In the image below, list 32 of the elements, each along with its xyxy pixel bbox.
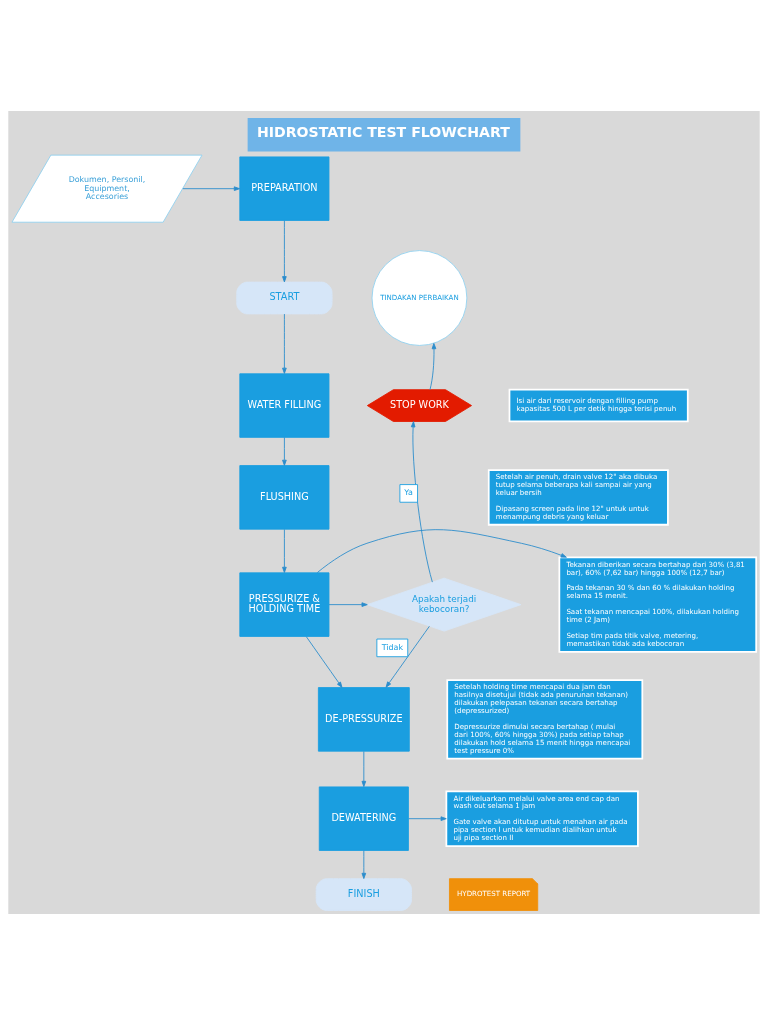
node-box: PREPARATION xyxy=(239,155,330,221)
arrow xyxy=(328,601,368,607)
node-box: Air dikeluarkan melalui valve area end cap dan wash out selama 1 jam Gate valve akan ditutup untuk menahan air pada pipa section I untuk kemudian dialihkan untuk uji pipa section II xyxy=(445,789,639,847)
arrow xyxy=(282,528,287,573)
arrow xyxy=(282,436,287,466)
arrow xyxy=(408,815,447,821)
node-box: START xyxy=(236,281,333,314)
arrow xyxy=(282,313,287,374)
node-diamond: Apakah terjadi kebocoran? xyxy=(366,577,522,632)
diagram-title: HIDROSTATIC TEST FLOWCHART xyxy=(256,123,510,140)
node-box: DE-PRESSURIZE xyxy=(317,686,410,752)
arrow xyxy=(361,750,367,787)
arrow xyxy=(429,342,437,390)
node-box: WATER FILLING xyxy=(239,372,330,438)
edge-label: Ya xyxy=(404,487,413,497)
node-box: PRESSURIZE & HOLDING TIME xyxy=(239,571,330,637)
node-box: DEWATERING xyxy=(318,785,409,851)
arrow xyxy=(305,635,343,688)
edge-label: Tidak xyxy=(381,642,404,652)
node-box: Isi air dari reservoir dengan filling pump kapasitas 500 L per detik hingga terisi penuh xyxy=(508,388,689,422)
arrow xyxy=(316,528,567,573)
arrow xyxy=(410,420,433,583)
node-box: Setelah holding time mencapai dua jam dan hasilnya disetujui (tidak ada penurunan tekanan) dilakukan pelepasan tekanan secara bertahap (depressurized) Depressurize dimulai secara bertahap ( mulai dari 100%, 60% hingga 30%) pada setiap tahap dilakukan hold selama 15 menit hingga mencapai test pressure 0% xyxy=(446,678,644,760)
arrow xyxy=(282,219,287,282)
arrow xyxy=(385,625,430,688)
arrow xyxy=(361,849,367,879)
node-box: Tekanan diberikan secara bertahap dari 30% (3,81 bar), 60% (7,62 bar) hingga 100% (12,7 bar) Pada tekanan 30 % dan 60 % dilakukan holding selama 15 menit. Saat tekanan mencapai 100%, dilakukan holding time (2 Jam) Setiap tim pada titik valve, metering, memastikan tidak ada kebocoran xyxy=(558,556,758,653)
node-circle: TINDAKAN PERBAIKAN xyxy=(371,249,468,346)
arrow xyxy=(182,185,241,191)
node-box: FINISH xyxy=(315,877,412,911)
node-box: FLUSHING xyxy=(239,464,330,530)
node-box: Setelah air penuh, drain valve 12" aka dibuka tutup selama beberapa kali sampai air yang keluar bersih Dipasang screen pada line 12" untuk untuk menampung debris yang keluar xyxy=(487,468,669,526)
